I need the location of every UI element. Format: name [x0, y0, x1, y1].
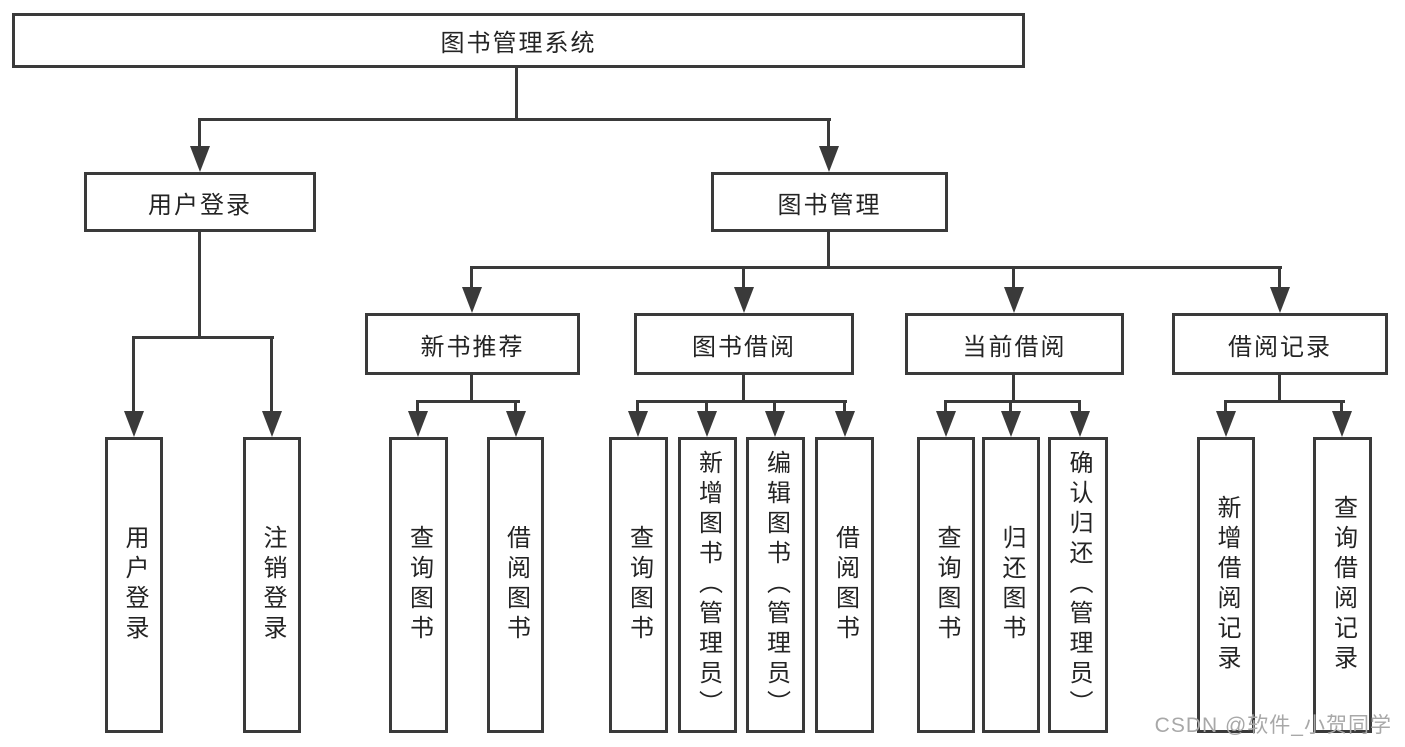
connector-book-borrow-stem — [742, 375, 745, 403]
leaf-logout: 注销登录 — [243, 437, 301, 733]
connector-new-book-bar — [416, 400, 520, 403]
arrow-down-icon — [1216, 411, 1236, 437]
node-user-login: 用户登录 — [84, 172, 316, 232]
arrow-down-icon — [697, 411, 717, 437]
connector-leaf-drop — [1009, 400, 1012, 414]
connector-root-bar — [198, 118, 831, 121]
leaf-edit-book-admin-label: 编辑图书（管理员） — [762, 450, 790, 720]
connector-level3-drop — [1012, 266, 1015, 290]
connector-leaf-drop — [636, 400, 639, 414]
arrow-down-icon — [835, 411, 855, 437]
arrow-down-icon — [462, 287, 482, 313]
leaf-query-book-borrow: 查询图书 — [609, 437, 668, 733]
leaf-return-book-label: 归还图书 — [998, 525, 1025, 645]
node-current-borrow: 当前借阅 — [905, 313, 1124, 375]
leaf-borrow-book-recommend-label: 借阅图书 — [502, 525, 530, 645]
leaf-query-book-current-label: 查询图书 — [933, 525, 960, 645]
arrow-down-icon — [124, 411, 144, 437]
connector-user-login-stem — [198, 232, 201, 336]
connector-leaf-drop — [944, 400, 947, 414]
arrow-down-icon — [765, 411, 785, 437]
connector-current-borrow-bar — [944, 400, 1081, 403]
arrow-down-icon — [819, 146, 839, 172]
connector-new-book-stem — [470, 375, 473, 403]
leaf-borrow-book: 借阅图书 — [815, 437, 874, 733]
node-root-label: 图书管理系统 — [440, 30, 597, 57]
arrow-down-icon — [506, 411, 526, 437]
connector-leaf-drop — [843, 400, 846, 414]
leaf-borrow-book-recommend: 借阅图书 — [487, 437, 544, 733]
connector-leaf-drop — [773, 400, 776, 414]
leaf-borrow-book-label: 借阅图书 — [831, 525, 859, 645]
connector-book-management-stem — [827, 232, 830, 266]
connector-level3-drop — [742, 266, 745, 290]
connector-leaf-drop — [132, 336, 135, 414]
leaf-edit-book-admin: 编辑图书（管理员） — [746, 437, 805, 733]
connector-leaf-drop — [705, 400, 708, 414]
connector-book-management-bar — [470, 266, 1282, 269]
arrow-down-icon — [408, 411, 428, 437]
leaf-add-book-admin: 新增图书（管理员） — [678, 437, 737, 733]
watermark: CSDN @软件_小贺同学 — [1154, 714, 1392, 737]
leaf-add-borrow-record-label: 新增借阅记录 — [1213, 495, 1240, 675]
node-borrow-record-label: 借阅记录 — [1228, 333, 1332, 361]
arrow-down-icon — [1270, 287, 1290, 313]
leaf-query-book-borrow-label: 查询图书 — [625, 525, 653, 645]
arrow-down-icon — [1332, 411, 1352, 437]
connector-leaf-drop — [1340, 400, 1343, 414]
arrow-down-icon — [628, 411, 648, 437]
arrow-down-icon — [190, 146, 210, 172]
node-borrow-record: 借阅记录 — [1172, 313, 1388, 375]
leaf-user-login: 用户登录 — [105, 437, 163, 733]
leaf-query-book-recommend: 查询图书 — [389, 437, 448, 733]
arrow-down-icon — [1070, 411, 1090, 437]
node-current-borrow-label: 当前借阅 — [962, 333, 1067, 361]
leaf-add-borrow-record: 新增借阅记录 — [1197, 437, 1255, 733]
arrow-down-icon — [1004, 287, 1024, 313]
connector-root-stem — [515, 68, 518, 120]
connector-current-borrow-stem — [1012, 375, 1015, 403]
connector-leaf-drop — [416, 400, 419, 414]
leaf-add-book-admin-label: 新增图书（管理员） — [694, 450, 722, 720]
leaf-query-book-current: 查询图书 — [917, 437, 975, 733]
connector-level3-drop — [1278, 266, 1281, 290]
node-user-login-label: 用户登录 — [148, 191, 252, 219]
node-new-book-recommend: 新书推荐 — [365, 313, 580, 375]
connector-user-login-bar — [132, 336, 274, 339]
leaf-query-book-recommend-label: 查询图书 — [405, 525, 433, 645]
arrow-down-icon — [936, 411, 956, 437]
leaf-user-login-label: 用户登录 — [121, 525, 148, 645]
connector-leaf-drop — [270, 336, 273, 414]
connector-leaf-drop — [514, 400, 517, 414]
connector-borrow-record-bar — [1224, 400, 1345, 403]
arrow-down-icon — [262, 411, 282, 437]
leaf-query-borrow-record-label: 查询借阅记录 — [1329, 495, 1357, 675]
leaf-query-borrow-record: 查询借阅记录 — [1313, 437, 1372, 733]
connector-user-login-drop — [198, 118, 201, 150]
connector-borrow-record-stem — [1278, 375, 1281, 403]
node-book-borrow: 图书借阅 — [634, 313, 854, 375]
node-book-management: 图书管理 — [711, 172, 948, 232]
leaf-logout-label: 注销登录 — [259, 525, 286, 645]
node-root: 图书管理系统 — [12, 13, 1025, 68]
connector-level3-drop — [470, 266, 473, 290]
arrow-down-icon — [1001, 411, 1021, 437]
node-book-borrow-label: 图书借阅 — [692, 333, 796, 361]
connector-book-management-drop — [827, 118, 830, 150]
arrow-down-icon — [734, 287, 754, 313]
leaf-return-book: 归还图书 — [982, 437, 1040, 733]
node-new-book-recommend-label: 新书推荐 — [420, 333, 525, 361]
leaf-confirm-return-admin: 确认归还（管理员） — [1048, 437, 1108, 733]
node-book-management-label: 图书管理 — [777, 191, 882, 219]
connector-leaf-drop — [1224, 400, 1227, 414]
leaf-confirm-return-admin-label: 确认归还（管理员） — [1065, 450, 1092, 720]
connector-book-borrow-bar — [636, 400, 847, 403]
connector-leaf-drop — [1078, 400, 1081, 414]
